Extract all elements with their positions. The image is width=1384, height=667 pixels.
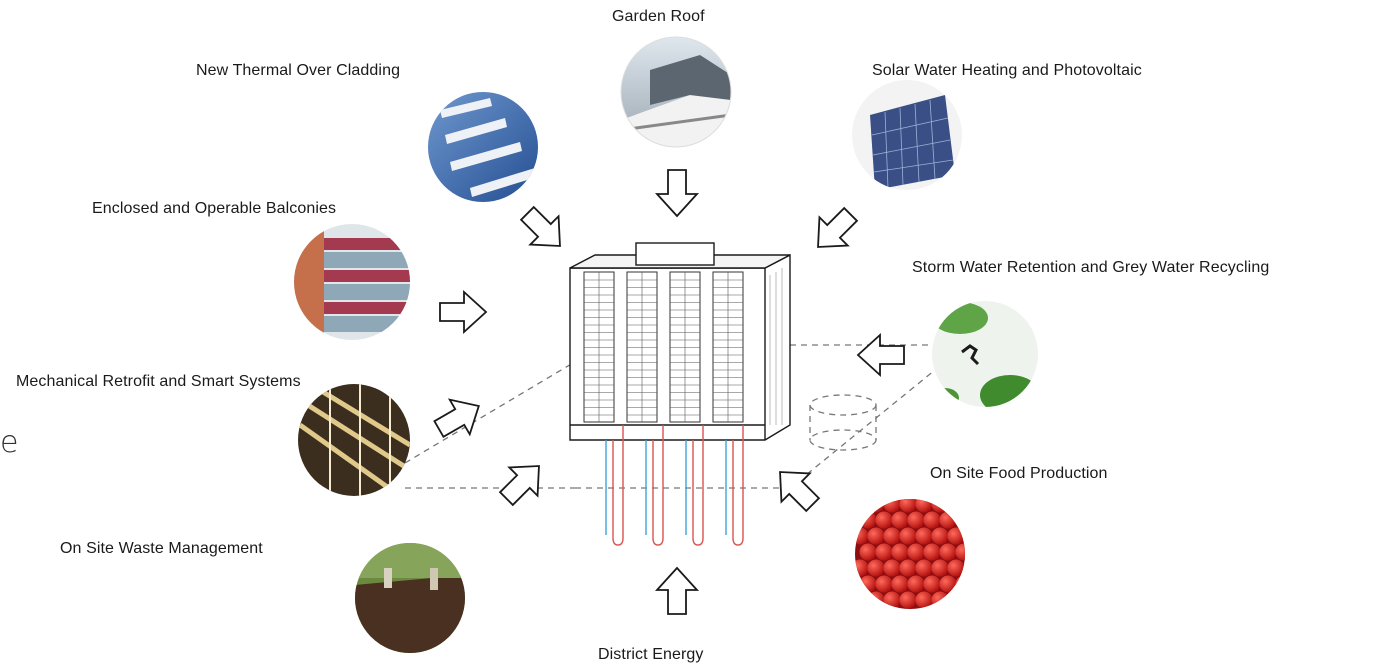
edge-text-fragment: e (0, 425, 19, 460)
energy-pipes (605, 425, 744, 546)
garden-roof-photo (621, 37, 731, 147)
label-district: District Energy (598, 646, 704, 663)
dashed-connectors (404, 344, 936, 489)
arrow-from-cladding (519, 205, 561, 247)
label-thermal-cladding: New Thermal Over Cladding (196, 62, 401, 79)
label-storm-water: Storm Water Retention and Grey Water Rec… (912, 259, 1270, 276)
arrow-from-mechanical (433, 398, 480, 439)
arrow-lower-left (498, 465, 540, 507)
solar-facade-photo (852, 80, 962, 190)
facade-window-grid (583, 271, 744, 423)
hollow-arrows (433, 169, 905, 615)
label-solar: Solar Water Heating and Photovoltaic (872, 62, 1142, 79)
arrow-from-balconies (439, 289, 488, 335)
label-balconies: Enclosed and Operable Balconies (92, 200, 337, 217)
arrow-from-solar (817, 206, 859, 248)
arrow-from-district (654, 566, 700, 615)
label-garden-roof: Garden Roof (612, 8, 705, 25)
label-mechanical: Mechanical Retrofit and Smart Systems (16, 373, 301, 390)
mechanical-photo (298, 384, 410, 496)
cladding-photo (428, 92, 538, 202)
arrow-lower-right (779, 471, 821, 513)
arrow-from-garden-roof (654, 169, 700, 218)
label-food: On Site Food Production (930, 465, 1108, 482)
waste-garden-photo (355, 543, 465, 653)
balconies-photo (294, 224, 410, 340)
tomatoes-photo (855, 499, 965, 609)
label-waste: On Site Waste Management (60, 540, 263, 557)
arrow-from-storm-water (856, 332, 905, 378)
building-illustration (569, 242, 791, 441)
storm-water-photo (932, 301, 1038, 407)
